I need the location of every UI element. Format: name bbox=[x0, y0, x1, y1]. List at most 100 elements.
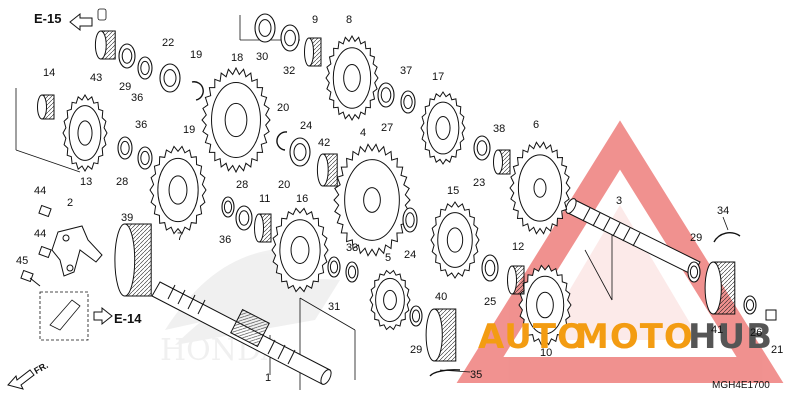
shift-bracket bbox=[51, 225, 103, 277]
callout-28[interactable]: 28 bbox=[116, 176, 129, 188]
callout-21[interactable]: 21 bbox=[771, 344, 784, 356]
callout-14[interactable]: 14 bbox=[43, 67, 56, 79]
washer-29b bbox=[409, 305, 423, 327]
gear-5 bbox=[369, 269, 411, 331]
callout-34[interactable]: 34 bbox=[717, 205, 730, 217]
callout-3[interactable]: 3 bbox=[616, 195, 623, 207]
callout-36[interactable]: 36 bbox=[219, 234, 232, 246]
callout-6[interactable]: 6 bbox=[533, 119, 540, 131]
callout-20[interactable]: 20 bbox=[278, 179, 291, 191]
callout-41[interactable]: 41 bbox=[711, 324, 724, 336]
callout-17[interactable]: 17 bbox=[432, 71, 445, 83]
gear-17 bbox=[420, 91, 466, 165]
callout-31[interactable]: 31 bbox=[328, 301, 341, 313]
ref-e14[interactable]: E-14 bbox=[114, 311, 142, 326]
washer-30 bbox=[254, 13, 276, 43]
watermark-hub: HUB bbox=[688, 317, 773, 357]
callout-18[interactable]: 18 bbox=[231, 52, 244, 64]
callout-7[interactable]: 7 bbox=[177, 231, 184, 243]
callout-2[interactable]: 2 bbox=[67, 197, 74, 209]
washer-33 bbox=[345, 261, 359, 283]
gear-16 bbox=[271, 207, 329, 293]
callout-12[interactable]: 12 bbox=[512, 241, 525, 253]
washer-22 bbox=[159, 63, 181, 93]
callout-19[interactable]: 19 bbox=[183, 124, 196, 136]
bearing-43 bbox=[94, 30, 116, 60]
washer-14 bbox=[37, 94, 55, 120]
gear-13 bbox=[62, 94, 108, 172]
callout-11[interactable]: 11 bbox=[259, 193, 271, 205]
gear-10 bbox=[518, 264, 572, 346]
callout-22[interactable]: 22 bbox=[162, 37, 175, 49]
callout-40[interactable]: 40 bbox=[435, 291, 448, 303]
gear-15 bbox=[430, 201, 480, 279]
bearing-39 bbox=[114, 223, 152, 297]
washer-27 bbox=[377, 82, 395, 108]
callout-23[interactable]: 23 bbox=[473, 177, 486, 189]
callout-32[interactable]: 32 bbox=[283, 65, 296, 77]
callout-36[interactable]: 36 bbox=[135, 119, 148, 131]
washer-24a bbox=[289, 137, 311, 167]
callout-44[interactable]: 44 bbox=[34, 185, 47, 197]
gear-18 bbox=[201, 66, 271, 174]
callout-29[interactable]: 29 bbox=[119, 81, 132, 93]
bearing-40 bbox=[425, 308, 457, 362]
washer-36c bbox=[221, 196, 235, 218]
needle-bearing-11 bbox=[254, 213, 272, 243]
callout-8[interactable]: 8 bbox=[346, 14, 353, 26]
callout-4[interactable]: 4 bbox=[360, 127, 367, 139]
sensor-detail bbox=[39, 291, 89, 341]
callout-20[interactable]: 20 bbox=[277, 102, 290, 114]
washer-28b bbox=[235, 205, 253, 231]
washer-29c bbox=[687, 261, 701, 283]
callout-35[interactable]: 35 bbox=[470, 369, 483, 381]
gear-7 bbox=[149, 145, 207, 235]
callout-15[interactable]: 15 bbox=[447, 185, 460, 197]
bolts bbox=[20, 204, 777, 321]
callout-36[interactable]: 36 bbox=[131, 92, 144, 104]
callout-44[interactable]: 44 bbox=[34, 228, 47, 240]
callout-29[interactable]: 29 bbox=[410, 344, 423, 356]
callout-16[interactable]: 16 bbox=[296, 193, 309, 205]
ref-arrows bbox=[7, 12, 113, 390]
callout-42[interactable]: 42 bbox=[318, 137, 331, 149]
washer-26 bbox=[743, 295, 757, 315]
callout-39[interactable]: 39 bbox=[121, 212, 134, 224]
callout-24[interactable]: 24 bbox=[404, 249, 417, 261]
gear-8 bbox=[325, 34, 379, 122]
callout-13[interactable]: 13 bbox=[80, 176, 93, 188]
callout-24[interactable]: 24 bbox=[300, 120, 313, 132]
callout-26[interactable]: 26 bbox=[750, 327, 763, 339]
washer-25 bbox=[481, 254, 499, 282]
part-code: MGH4E1700 bbox=[712, 380, 770, 391]
washer-36b bbox=[137, 146, 153, 170]
watermark-moto: MOTO bbox=[575, 317, 694, 357]
callout-38[interactable]: 38 bbox=[493, 123, 506, 135]
callout-19[interactable]: 19 bbox=[190, 49, 203, 61]
snap-rings bbox=[191, 81, 741, 377]
callout-33[interactable]: 33 bbox=[346, 242, 359, 254]
callout-1[interactable]: 1 bbox=[265, 372, 272, 384]
callout-43[interactable]: 43 bbox=[90, 72, 103, 84]
callout-30[interactable]: 30 bbox=[256, 51, 269, 63]
callout-10[interactable]: 10 bbox=[540, 347, 553, 359]
circlip-37 bbox=[400, 90, 416, 114]
callout-9[interactable]: 9 bbox=[312, 14, 319, 26]
callout-5[interactable]: 5 bbox=[385, 252, 392, 264]
gear-layer bbox=[37, 13, 757, 362]
washer-31 bbox=[327, 256, 341, 278]
watermark-auto: AUTO bbox=[478, 317, 587, 357]
ref-e15[interactable]: E-15 bbox=[34, 11, 62, 26]
callout-27[interactable]: 27 bbox=[381, 122, 394, 134]
needle-bearing-42 bbox=[316, 153, 338, 187]
callout-25[interactable]: 25 bbox=[484, 296, 497, 308]
callout-37[interactable]: 37 bbox=[400, 65, 413, 77]
gear-6 bbox=[509, 141, 571, 235]
callout-45[interactable]: 45 bbox=[16, 255, 29, 267]
washer-29a bbox=[118, 43, 136, 69]
callout-29[interactable]: 29 bbox=[690, 232, 703, 244]
callout-28[interactable]: 28 bbox=[236, 179, 249, 191]
washer-32 bbox=[280, 24, 300, 52]
